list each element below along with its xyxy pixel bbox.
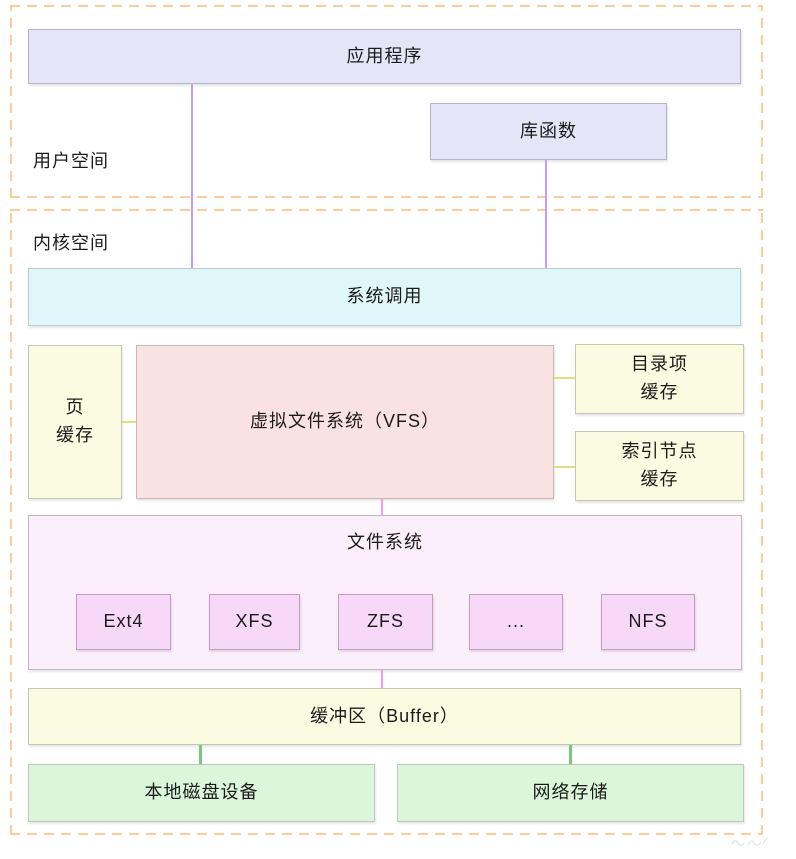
- filesystem-label: 文件系统: [347, 532, 423, 552]
- syscall-node: 系统调用: [28, 268, 741, 326]
- fs-type-ellipsis: ...: [469, 594, 563, 650]
- connector-vfs-dentrycache: [554, 377, 575, 379]
- buffer-node: 缓冲区（Buffer）: [28, 688, 741, 745]
- connector-buffer-localdisk: [199, 745, 202, 764]
- library-node: 库函数: [430, 103, 667, 160]
- connector-pagecache-vfs: [122, 421, 136, 423]
- local-disk-node: 本地磁盘设备: [28, 764, 375, 822]
- connector-library-syscall: [545, 160, 547, 268]
- dentry-cache-node: 目录项 缓存: [575, 344, 744, 414]
- fs-type-nfs: NFS: [601, 594, 695, 650]
- connector-filesystem-buffer: [381, 670, 383, 688]
- vfs-node: 虚拟文件系统（VFS）: [136, 345, 554, 499]
- fs-type-zfs: ZFS: [338, 594, 433, 650]
- fs-type-ext4: Ext4: [76, 594, 171, 650]
- page-cache-node: 页 缓存: [28, 345, 122, 499]
- kernel-space-label: 内核空间: [33, 233, 109, 253]
- watermark: [731, 836, 768, 847]
- network-storage-node: 网络存储: [397, 764, 744, 822]
- connector-application-syscall: [191, 84, 193, 268]
- application-node: 应用程序: [28, 29, 741, 84]
- user-space-label: 用户空间: [33, 151, 109, 171]
- connector-vfs-inodecache: [554, 466, 575, 468]
- inode-cache-node: 索引节点 缓存: [575, 431, 744, 501]
- connector-vfs-filesystem: [381, 499, 383, 516]
- filesystem-node: 文件系统 Ext4 XFS ZFS ... NFS: [28, 515, 742, 670]
- connector-buffer-network: [569, 745, 572, 764]
- fs-type-xfs: XFS: [209, 594, 300, 650]
